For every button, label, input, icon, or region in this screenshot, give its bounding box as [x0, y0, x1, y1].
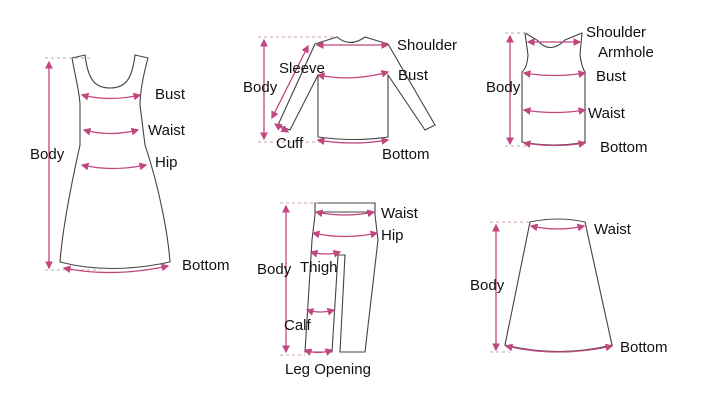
skirt-figure [490, 218, 614, 353]
pants-hip-label: Hip [381, 227, 404, 244]
tank-figure [505, 31, 587, 148]
skirt-bottom-label: Bottom [620, 339, 668, 356]
dress-waist-label: Waist [148, 122, 186, 139]
top-cuff-label: Cuff [276, 135, 304, 152]
pants-thigh-label: Thigh [300, 259, 338, 276]
dress-body-label: Body [30, 146, 65, 163]
top-body-label: Body [243, 79, 278, 96]
dress-figure [45, 54, 171, 274]
pants-waist-label: Waist [381, 205, 419, 222]
top-shoulder-label: Shoulder [397, 37, 457, 54]
tank-shoulder-label: Shoulder [586, 24, 646, 41]
tank-bust-label: Bust [596, 68, 627, 85]
skirt-body-label: Body [470, 277, 505, 294]
pants-calf-label: Calf [284, 317, 312, 334]
pants-body-label: Body [257, 261, 292, 278]
tank-waist-label: Waist [588, 105, 626, 122]
pants-leg-opening-label: Leg Opening [285, 361, 371, 378]
top-bottom-label: Bottom [382, 146, 430, 163]
tank-bottom-label: Bottom [600, 139, 648, 156]
dress-bottom-label: Bottom [182, 257, 230, 274]
dress-bust-label: Bust [155, 86, 186, 103]
top-sleeve-label: Sleeve [279, 60, 325, 77]
top-figure [258, 36, 436, 145]
skirt-waist-label: Waist [594, 221, 632, 238]
pants-figure [280, 202, 379, 356]
dress-hip-label: Hip [155, 154, 178, 171]
top-bust-label: Bust [398, 67, 429, 84]
tank-armhole-label: Armhole [598, 44, 654, 61]
tank-body-label: Body [486, 79, 521, 96]
